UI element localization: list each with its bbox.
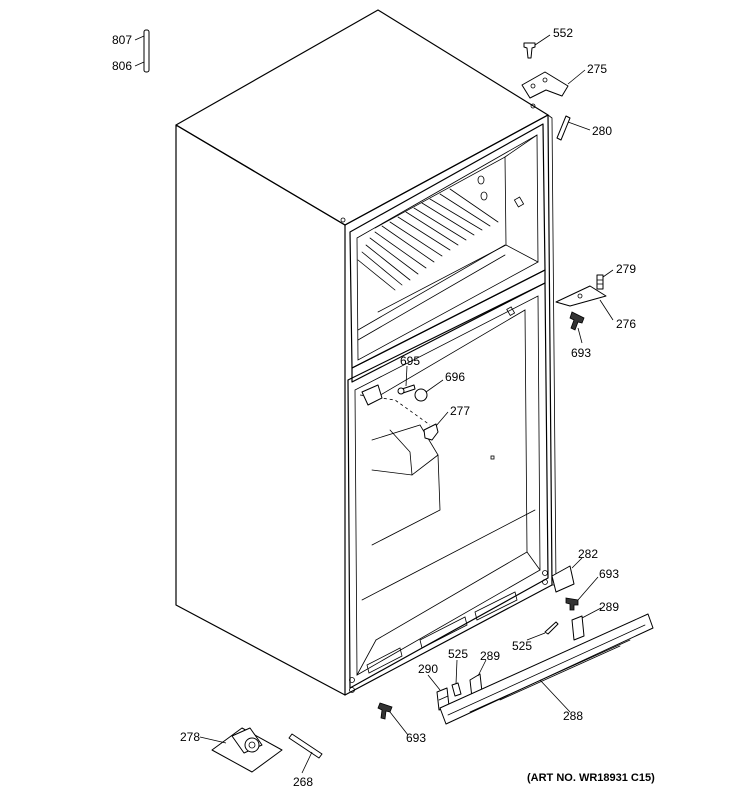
callout-282: 282 <box>578 547 598 561</box>
shelf-slot <box>506 306 516 317</box>
cabinet-shell <box>175 9 557 696</box>
part-693-screw-right <box>565 597 579 611</box>
callout-289-right: 289 <box>599 600 619 614</box>
part-288-grille <box>439 613 654 725</box>
leader-lines <box>134 34 614 774</box>
part-280-hinge-pin <box>556 115 571 141</box>
callout-labels: 807 806 552 275 280 279 276 693 695 696 … <box>112 26 655 789</box>
callout-525-left: 525 <box>448 647 468 661</box>
callout-290: 290 <box>418 662 438 676</box>
part-279-pin <box>596 274 604 290</box>
part-695-screw <box>397 384 416 395</box>
callout-806: 806 <box>112 59 132 73</box>
callout-277: 277 <box>450 404 470 418</box>
callout-288: 288 <box>563 709 583 723</box>
shelf-slot <box>490 455 495 460</box>
callout-552: 552 <box>553 26 573 40</box>
callout-276: 276 <box>616 317 636 331</box>
part-806-807-tube <box>143 29 150 73</box>
part-552-screw <box>523 42 536 59</box>
part-289-clip-right <box>571 615 585 641</box>
freezer-wall-tab <box>513 196 525 208</box>
freezer-vent-hole <box>477 175 485 185</box>
callout-525-right: 525 <box>512 639 532 653</box>
part-525-screw-left <box>451 682 462 697</box>
callout-693-bottom: 693 <box>406 731 426 745</box>
part-277-bracket <box>423 423 439 441</box>
callout-278: 278 <box>180 730 200 744</box>
control-housing <box>361 384 383 406</box>
callout-289-left: 289 <box>480 649 500 663</box>
callout-693-right: 693 <box>599 567 619 581</box>
part-276-center-hinge <box>555 285 607 307</box>
part-275-top-hinge <box>521 71 569 99</box>
part-696-cap <box>414 388 428 402</box>
part-282-bottom-hinge <box>551 565 575 593</box>
art-number: (ART NO. WR18931 C15) <box>527 772 655 784</box>
freezer-floor-ribs <box>357 188 506 341</box>
part-693-screw-center <box>569 311 585 331</box>
callout-693-center: 693 <box>571 346 591 360</box>
part-693-screw-bottom <box>377 702 393 720</box>
fresh-food-compartment <box>340 103 549 693</box>
callout-279: 279 <box>616 262 636 276</box>
part-268-leveling-bolt <box>288 733 323 759</box>
callout-275: 275 <box>587 62 607 76</box>
part-278-roller-assembly <box>211 727 283 773</box>
callout-268: 268 <box>293 775 313 789</box>
callout-807: 807 <box>112 33 132 47</box>
callout-696: 696 <box>445 370 465 384</box>
bottom-grille-slot <box>366 647 403 674</box>
bottom-grille-slot <box>474 591 518 621</box>
bottom-grille-slot <box>419 616 468 649</box>
part-525-screw-right <box>544 621 559 635</box>
callout-695: 695 <box>400 354 420 368</box>
mullion-divider <box>351 269 546 383</box>
freezer-vent-hole <box>480 191 488 201</box>
callout-280: 280 <box>592 124 612 138</box>
